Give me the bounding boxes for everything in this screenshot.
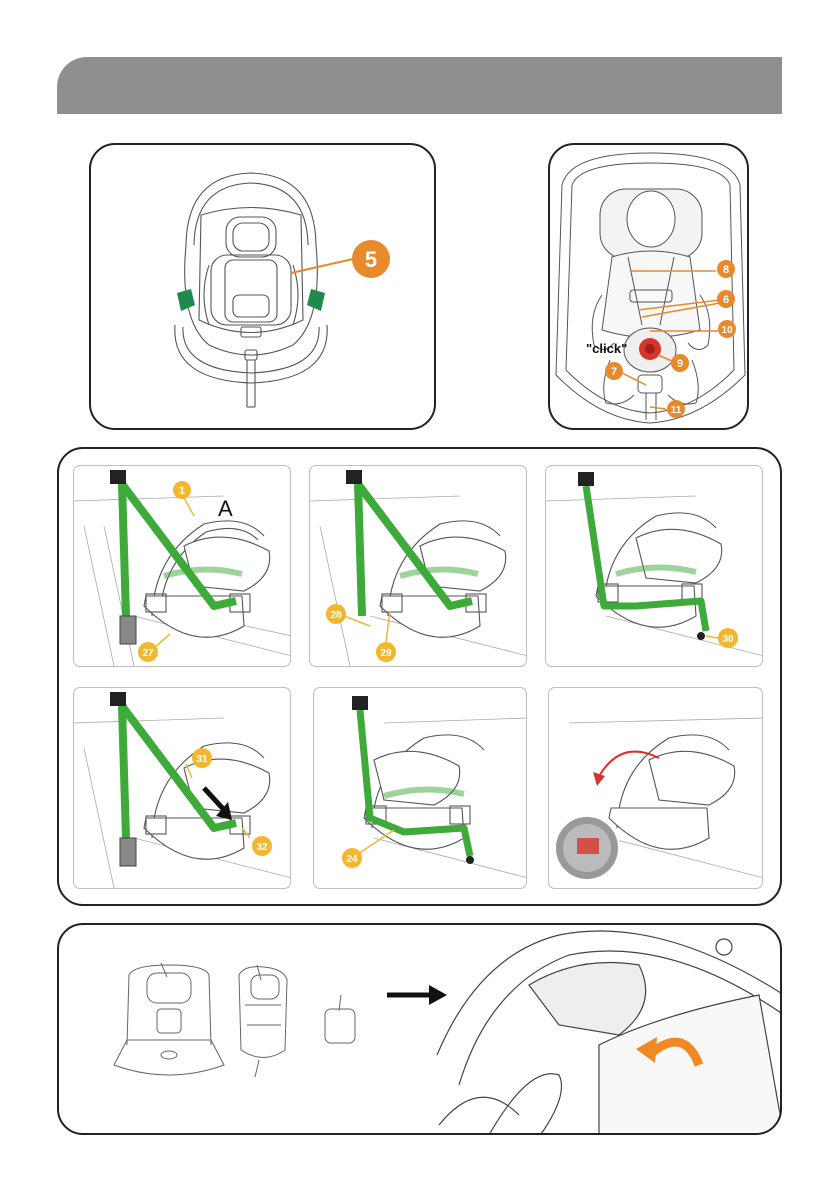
step-1-illustration: 1 27 xyxy=(74,466,291,667)
step-6-illustration xyxy=(549,688,763,889)
install-step-5: 24 xyxy=(313,687,527,889)
harness-illustration: 8 6 10 9 7 11 xyxy=(550,145,749,430)
install-step-3: 30 xyxy=(545,465,763,667)
callout-24-label: 24 xyxy=(346,854,358,865)
panel-seat-front-view: 5 xyxy=(89,143,436,430)
callout-27-label: 27 xyxy=(142,648,154,659)
callout-30-label: 30 xyxy=(722,634,734,645)
callout-28-label: 28 xyxy=(330,610,342,621)
seat-front-illustration: 5 xyxy=(91,145,436,430)
green-clip-left xyxy=(177,289,195,311)
callout-32-label: 32 xyxy=(256,842,268,853)
callout-11-label: 11 xyxy=(671,405,682,416)
panel-harness-detail: 8 6 10 9 7 11 "click" xyxy=(548,143,749,430)
step-3-illustration: 30 xyxy=(546,466,763,667)
install-step-6 xyxy=(548,687,763,889)
callout-8-label: 8 xyxy=(723,264,729,276)
install-step-2: 28 29 xyxy=(309,465,527,667)
callout-7-label: 7 xyxy=(611,366,617,378)
callout-10-label: 10 xyxy=(721,325,733,336)
letter-a-label: A xyxy=(218,496,233,522)
callout-29-label: 29 xyxy=(380,648,392,659)
step-4-illustration: 31 32 xyxy=(74,688,291,889)
callout-6-label: 6 xyxy=(723,294,729,306)
callout-1-label: 1 xyxy=(179,485,185,497)
green-clip-right xyxy=(307,289,325,311)
section-header-bar xyxy=(57,57,782,114)
belt-anchor-top xyxy=(110,470,126,484)
callout-5-label: 5 xyxy=(365,247,377,272)
click-label: "click" xyxy=(586,341,627,356)
install-step-4: 31 32 xyxy=(73,687,291,889)
removal-illustration xyxy=(59,925,782,1135)
panel-removal xyxy=(57,923,782,1135)
callout-9-label: 9 xyxy=(677,358,683,370)
belt-buckle-receiver xyxy=(120,616,136,644)
callout-31-label: 31 xyxy=(196,754,208,765)
step-2-illustration: 28 29 xyxy=(310,466,527,667)
step-5-illustration: 24 xyxy=(314,688,527,889)
red-curved-arrow-icon xyxy=(597,752,659,780)
install-step-1: 1 27 A xyxy=(73,465,291,667)
